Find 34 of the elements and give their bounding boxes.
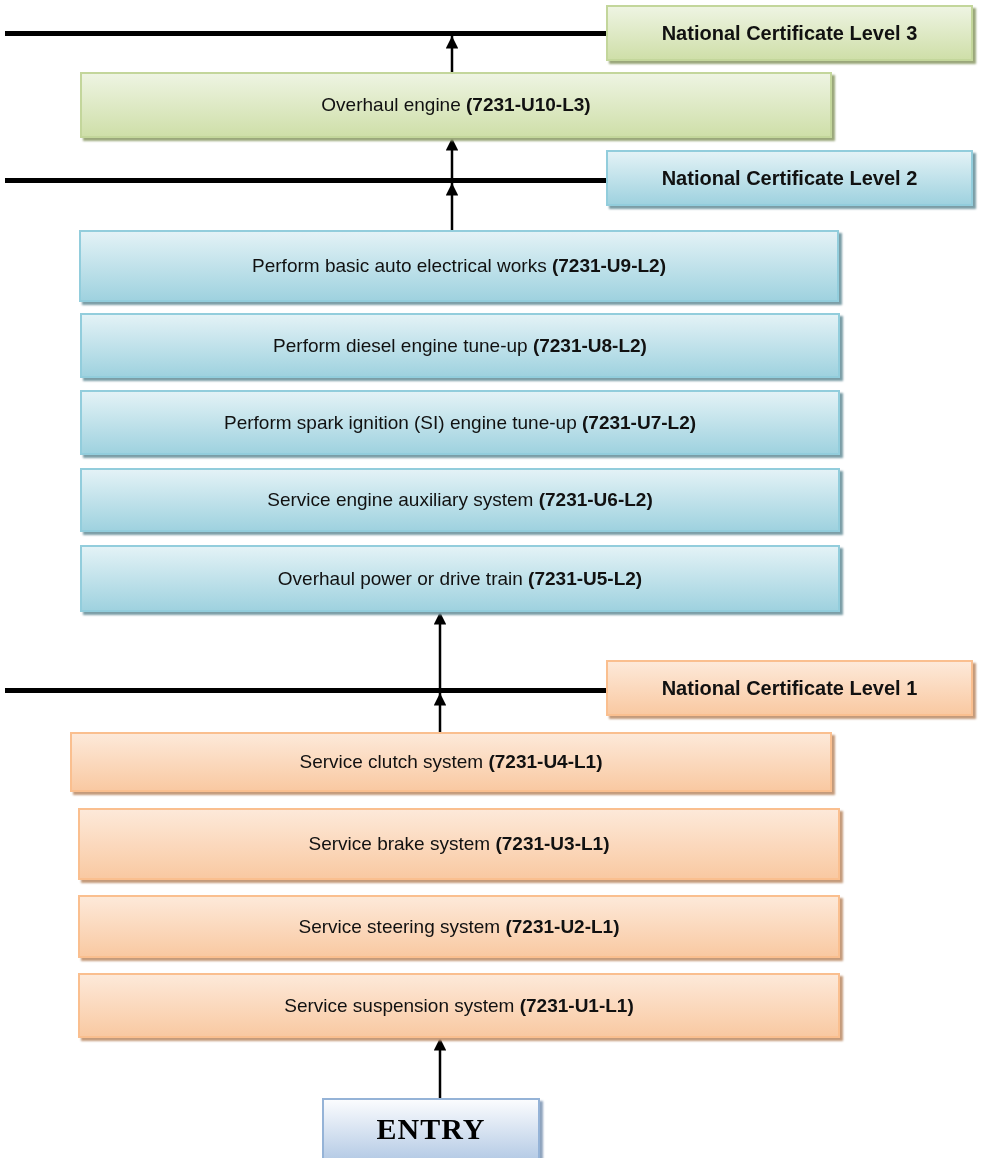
arrow <box>445 36 459 72</box>
unit-label: Perform diesel engine tune-up (7231-U8-L2) <box>273 334 647 357</box>
entry-box <box>322 1098 540 1158</box>
level-label: National Certificate Level 3 <box>661 21 918 45</box>
level-box <box>606 660 973 716</box>
unit-box <box>70 732 832 792</box>
arrow <box>445 183 459 230</box>
unit-box <box>78 973 840 1038</box>
arrow <box>433 612 447 688</box>
level-label: National Certificate Level 1 <box>661 676 918 700</box>
level-box <box>606 5 973 61</box>
unit-box <box>78 808 840 880</box>
unit-label: Service brake system (7231-U3-L1) <box>308 833 610 855</box>
unit-label: Service clutch system (7231-U4-L1) <box>299 751 603 773</box>
arrow <box>445 138 459 178</box>
unit-label: Service engine auxiliary system (7231-U6-L2) <box>267 489 653 511</box>
unit-box <box>79 230 839 302</box>
arrow <box>433 1038 447 1098</box>
unit-box <box>80 313 840 378</box>
unit-label: Service steering system (7231-U2-L1) <box>298 915 620 938</box>
unit-label: Overhaul engine (7231-U10-L3) <box>321 94 591 116</box>
unit-box <box>80 545 840 612</box>
unit-box <box>80 468 840 532</box>
unit-label: Perform basic auto electrical works (7231-U9-L2) <box>252 255 666 277</box>
arrow <box>433 693 447 732</box>
unit-label: Overhaul power or drive train (7231-U5-L2) <box>277 567 643 590</box>
unit-label: Service suspension system (7231-U1-L1) <box>284 994 634 1017</box>
level-box <box>606 150 973 206</box>
unit-label: Perform spark ignition (SI) engine tune-up (7231-U7-L2) <box>223 411 697 434</box>
unit-box <box>80 72 832 138</box>
unit-box <box>78 895 840 958</box>
entry-label: ENTRY <box>376 1112 486 1146</box>
level-label: National Certificate Level 2 <box>661 166 918 190</box>
unit-box <box>80 390 840 455</box>
